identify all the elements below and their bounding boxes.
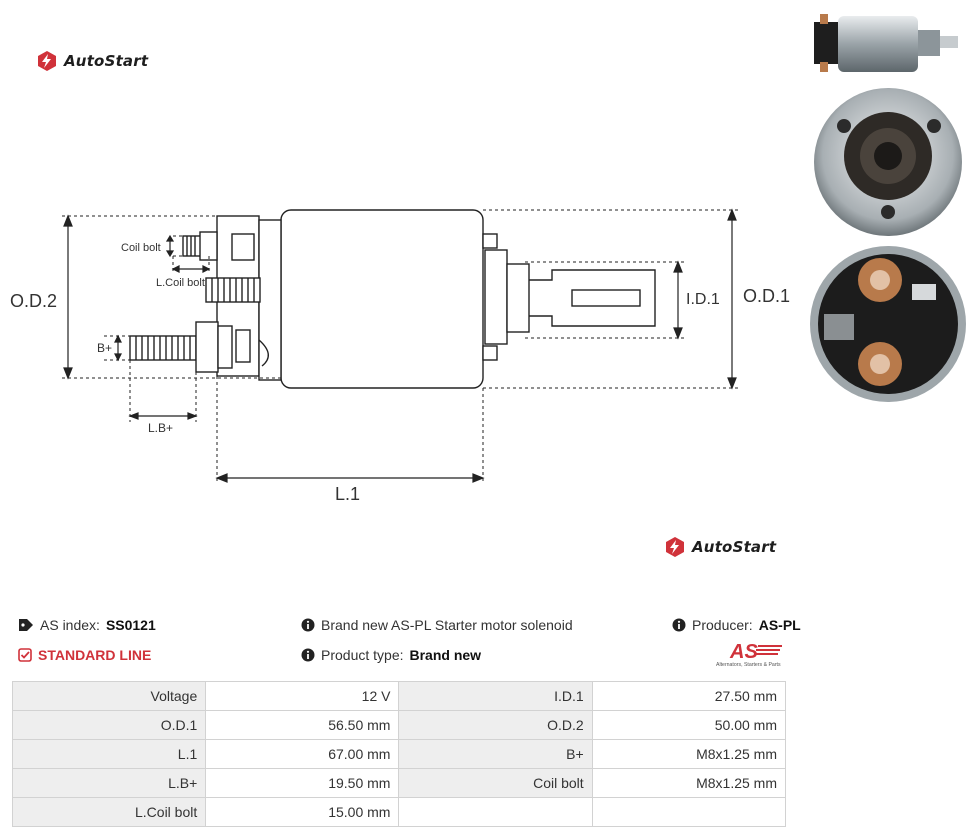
b-plus-label: B+ [97,341,112,355]
as-logo-tagline: Alternators, Starters & Parts [716,662,781,668]
as-pl-logo: AS Alternators, Starters & Parts [716,641,782,668]
spec-value-empty [591,797,787,827]
spec-value: 19.50 mm [205,768,400,798]
product-photo-side[interactable] [808,8,968,78]
od1-label: O.D.1 [743,286,790,306]
coil-bolt-label: Coil bolt [121,242,161,254]
as-logo-text: AS [729,641,758,663]
check-square-icon [18,648,32,662]
product-description: Brand new AS-PL Starter motor solenoid [301,617,573,633]
standard-line-label: STANDARD LINE [38,647,152,663]
spec-key: Voltage [11,681,207,711]
as-index: AS index: SS0121 [18,617,156,633]
solenoid-dimension-diagram: O.D.2 O.D.1 I.D.1 L.1 L.B+ Coil bolt L.C… [10,208,790,504]
spec-key: L.1 [11,739,207,769]
producer-label: Producer: [692,617,753,633]
lb-label: L.B+ [148,421,173,435]
brand-name: AutoStart [64,52,149,70]
info-icon [301,618,315,632]
product-photo-front[interactable] [808,86,968,238]
spec-key: O.D.1 [11,710,207,740]
spec-value: M8x1.25 mm [591,739,787,769]
spec-key: O.D.2 [398,710,593,740]
info-icon [301,648,315,662]
spec-value: 50.00 mm [591,710,787,740]
spec-value: M8x1.25 mm [591,768,787,798]
id1-label: I.D.1 [686,291,720,308]
autostart-logo-top: AutoStart [36,50,148,72]
table-row: L.B+ 19.50 mm Coil bolt M8x1.25 mm [11,768,787,798]
table-row: L.1 67.00 mm B+ M8x1.25 mm [11,739,787,769]
product-type-label: Product type: [321,647,404,663]
spec-key: Coil bolt [398,768,593,798]
spec-key-empty [398,797,593,827]
standard-line-badge: STANDARD LINE [18,647,151,663]
product-photo-terminals[interactable] [808,244,968,404]
autostart-mark-icon [38,51,56,71]
as-index-value: SS0121 [105,617,156,633]
producer: Producer: AS-PL [672,617,801,633]
as-index-label: AS index: [40,617,100,633]
spec-value: 67.00 mm [205,739,400,769]
product-type-value: Brand new [409,647,482,663]
info-icon [672,618,686,632]
spec-table: Voltage 12 V I.D.1 27.50 mm O.D.1 56.50 … [11,681,787,827]
od2-label: O.D.2 [10,291,57,311]
product-type: Product type: Brand new [301,647,481,663]
spec-key: B+ [398,739,593,769]
spec-value: 56.50 mm [205,710,400,740]
table-row: L.Coil bolt 15.00 mm [11,797,787,827]
table-row: O.D.1 56.50 mm O.D.2 50.00 mm [11,710,787,740]
spec-key: I.D.1 [398,681,593,711]
l-coil-bolt-label: L.Coil bolt [156,277,205,289]
brand-name: AutoStart [692,538,777,556]
table-row: Voltage 12 V I.D.1 27.50 mm [11,681,787,711]
tag-icon [19,619,33,631]
l1-label: L.1 [335,484,360,504]
spec-key: L.B+ [11,768,207,798]
spec-value: 12 V [205,681,400,711]
producer-value: AS-PL [758,617,801,633]
spec-key: L.Coil bolt [11,797,207,827]
spec-value: 15.00 mm [205,797,400,827]
spec-value: 27.50 mm [591,681,787,711]
description-text: Brand new AS-PL Starter motor solenoid [321,617,573,633]
autostart-mark-icon [666,537,684,557]
autostart-logo-bottom: AutoStart [664,536,776,558]
